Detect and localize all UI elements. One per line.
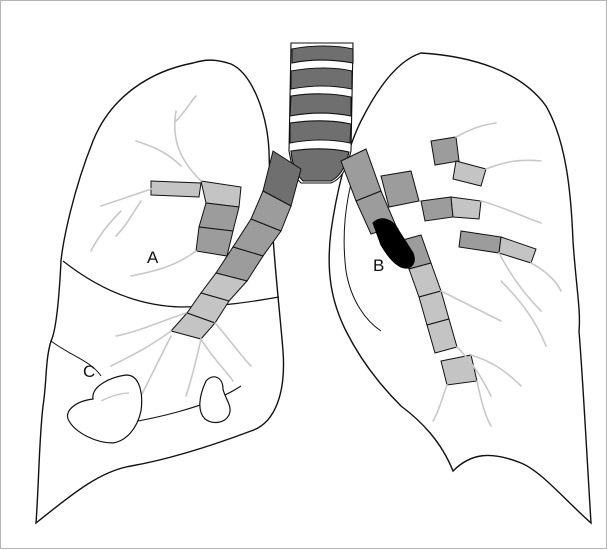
left-lung-outline — [329, 53, 591, 523]
label-c: C — [83, 362, 95, 381]
label-a: A — [147, 248, 159, 267]
label-b: B — [373, 256, 384, 275]
right-lung-outline — [36, 60, 284, 523]
